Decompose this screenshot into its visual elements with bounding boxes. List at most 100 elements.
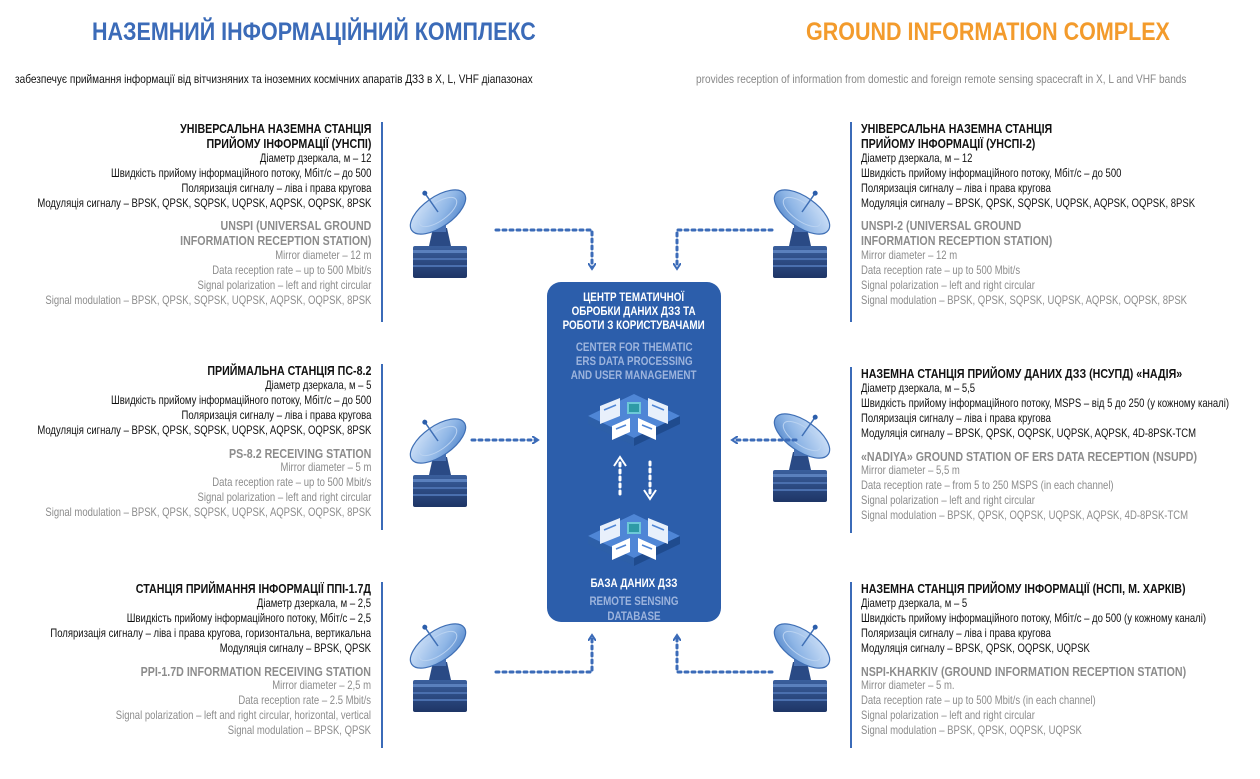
spec-line-en: Signal polarization – left and right cir… <box>115 709 371 723</box>
spec-line-en: Mirror diameter – 12 m <box>274 249 371 263</box>
server-computer-icon <box>587 513 681 567</box>
spec-line-en: Signal polarization – left and right cir… <box>861 279 1035 293</box>
spec-line-en: Signal polarization – left and right cir… <box>197 279 371 293</box>
title-ukrainian: НАЗЕМНИЙ ІНФОРМАЦІЙНИЙ КОМПЛЕКС <box>92 18 536 46</box>
station-title-en: UNSPI-2 (UNIVERSAL GROUND <box>861 218 1022 234</box>
spec-line: Модуляція сигналу – BPSK, QPSK, OQPSK, U… <box>861 426 1197 440</box>
spec-line: Модуляція сигналу – BPSK, QPSK <box>219 641 371 655</box>
station-title: НАЗЕМНА СТАНЦІЯ ПРИЙОМУ ДАНИХ ДЗЗ (НСУПД… <box>861 366 1183 381</box>
spec-line: Поляризація сигналу – ліва і права круго… <box>181 408 371 422</box>
divider-line <box>381 364 383 530</box>
center-title-line: ОБРОБКИ ДАНИХ ДЗЗ ТА <box>571 304 696 318</box>
station-nspi: НАЗЕМНА СТАНЦІЯ ПРИЙОМУ ІНФОРМАЦІЇ (НСПІ… <box>861 581 1260 739</box>
spec-line: Поляризація сигналу – ліва і права круго… <box>861 181 1051 195</box>
station-title: СТАНЦІЯ ПРИЙМАННЯ ІНФОРМАЦІЇ ППІ-1.7Д <box>135 581 371 596</box>
spec-line-en: Data reception rate – up to 500 Mbit/s (… <box>861 694 1096 708</box>
spec-line-en: Mirror diameter – 2,5 m <box>272 679 371 693</box>
station-title: УНІВЕРСАЛЬНА НАЗЕМНА СТАНЦІЯ <box>861 121 1053 136</box>
station-title: ПРИЙОМУ ІНФОРМАЦІЇ (УНСПІ) <box>206 135 371 151</box>
spec-line-en: Data reception rate – up to 500 Mbit/s <box>211 476 371 490</box>
spec-line-en: Signal modulation – BPSK, QPSK <box>227 724 371 738</box>
spec-line-en: Signal modulation – BPSK, QPSK, SQPSK, U… <box>44 506 371 520</box>
station-title: ПРИЙОМУ ІНФОРМАЦІЇ (УНСПІ-2) <box>861 135 1036 151</box>
spec-line: Модуляція сигналу – BPSK, QPSK, SQPSK, U… <box>861 196 1196 210</box>
spec-line-en: Signal polarization – left and right cir… <box>197 491 371 505</box>
center-subtitle-line: AND USER MANAGEMENT <box>571 368 697 382</box>
spec-line: Діаметр дзеркала, м – 5 <box>861 596 968 610</box>
spec-line-en: Signal modulation – BPSK, QPSK, SQPSK, U… <box>861 293 1188 307</box>
subtitle-english: provides reception of information from d… <box>696 72 1187 86</box>
divider-line <box>850 367 852 533</box>
spec-line: Поляризація сигналу – ліва і права круго… <box>861 411 1051 425</box>
spec-line-en: Signal polarization – left and right cir… <box>861 709 1035 723</box>
database-subtitle: REMOTE SENSING DATABASE <box>589 594 679 623</box>
spec-line-en: Mirror diameter – 5,5 m <box>861 464 960 478</box>
spec-line-en: Mirror diameter – 12 m <box>861 249 958 263</box>
spec-line-en: Data reception rate – from 5 to 250 MSPS… <box>861 479 1114 493</box>
center-subtitle-line: ERS DATA PROCESSING <box>575 354 693 368</box>
subtitle-ukrainian: забезпечує приймання інформації від вітч… <box>15 72 533 86</box>
satellite-dish-icon <box>396 606 474 713</box>
station-unspi: УНІВЕРСАЛЬНА НАЗЕМНА СТАНЦІЯ ПРИЙОМУ ІНФ… <box>0 121 371 309</box>
spec-line-en: Signal modulation – BPSK, QPSK, SQPSK, U… <box>44 293 371 307</box>
divider-line <box>381 582 383 748</box>
spec-line-en: Signal modulation – BPSK, QPSK, OQPSK, U… <box>861 724 1082 738</box>
satellite-dish-icon <box>766 606 844 713</box>
title-english: GROUND INFORMATION COMPLEX <box>806 18 1170 46</box>
arrow-unspi2 <box>677 228 774 268</box>
spec-line: Швидкість прийому інформаційного потоку,… <box>126 611 371 625</box>
spec-line-en: Signal polarization – left and right cir… <box>861 494 1035 508</box>
divider-line <box>381 122 383 322</box>
station-title: НАЗЕМНА СТАНЦІЯ ПРИЙОМУ ІНФОРМАЦІЇ (НСПІ… <box>861 581 1186 596</box>
spec-line: Діаметр дзеркала, м – 12 <box>259 151 371 165</box>
station-title: ПРИЙМАЛЬНА СТАНЦІЯ ПС-8.2 <box>206 363 371 378</box>
spec-line-en: Data reception rate – up to 500 Mbit/s <box>861 264 1021 278</box>
station-title-en: PPI-1.7D INFORMATION RECEIVING STATION <box>140 663 371 679</box>
station-nsupd: НАЗЕМНА СТАНЦІЯ ПРИЙОМУ ДАНИХ ДЗЗ (НСУПД… <box>861 366 1260 524</box>
spec-line: Діаметр дзеркала, м – 5 <box>264 378 371 392</box>
satellite-dish-icon <box>396 172 474 279</box>
station-title-en: UNSPI (UNIVERSAL GROUND <box>220 218 371 234</box>
station-title-en: INFORMATION RECEPTION STATION) <box>179 233 371 249</box>
satellite-dish-icon <box>766 172 844 279</box>
spec-line: Діаметр дзеркала, м – 12 <box>861 151 973 165</box>
station-title-en: PS-8.2 RECEIVING STATION <box>228 445 371 461</box>
divider-line <box>850 122 852 322</box>
spec-line: Модуляція сигналу – BPSK, QPSK, SQPSK, U… <box>36 423 371 437</box>
spec-line: Швидкість прийому інформаційного потоку,… <box>861 166 1122 180</box>
spec-line-en: Data reception rate – up to 500 Mbit/s <box>211 264 371 278</box>
database-title: БАЗА ДАНИХ ДЗЗ <box>590 576 678 590</box>
spec-line: Швидкість прийому інформаційного потоку,… <box>861 611 1207 625</box>
spec-line: Діаметр дзеркала, м – 5,5 <box>861 381 976 395</box>
spec-line: Швидкість прийому інформаційного потоку,… <box>110 166 371 180</box>
spec-line: Поляризація сигналу – ліва і права круго… <box>861 626 1051 640</box>
spec-line: Швидкість прийому інформаційного потоку,… <box>861 396 1230 410</box>
center-title-line: РОБОТИ З КОРИСТУВАЧАМИ <box>562 318 706 332</box>
center-subtitle-line: CENTER FOR THEMATIC <box>575 340 693 354</box>
satellite-dish-icon <box>396 401 474 508</box>
spec-line-en: Signal modulation – BPSK, QPSK, OQPSK, U… <box>861 509 1189 523</box>
spec-line: Швидкість прийому інформаційного потоку,… <box>110 393 371 407</box>
center-title-line: ЦЕНТР ТЕМАТИЧНОЇ <box>583 290 685 304</box>
divider-line <box>850 582 852 748</box>
spec-line-en: Data reception rate – 2.5 Mbit/s <box>238 694 371 708</box>
spec-line-en: Mirror diameter – 5 m. <box>861 679 955 693</box>
spec-line: Діаметр дзеркала, м – 2,5 <box>256 596 371 610</box>
spec-line: Поляризація сигналу – ліва і права круго… <box>50 626 371 640</box>
arrow-ppi17d <box>494 636 592 674</box>
station-ps82: ПРИЙМАЛЬНА СТАНЦІЯ ПС-8.2 Діаметр дзерка… <box>0 363 371 521</box>
spec-line: Модуляція сигналу – BPSK, QPSK, OQPSK, U… <box>861 641 1090 655</box>
satellite-dish-icon <box>766 396 844 503</box>
arrow-nspi <box>677 636 774 674</box>
server-computer-icon <box>587 393 681 447</box>
arrow-unspi <box>494 228 592 268</box>
station-ppi17d: СТАНЦІЯ ПРИЙМАННЯ ІНФОРМАЦІЇ ППІ-1.7Д Ді… <box>0 581 371 739</box>
spec-line: Поляризація сигналу – ліва і права круго… <box>181 181 371 195</box>
spec-line: Модуляція сигналу – BPSK, QPSK, SQPSK, U… <box>36 196 371 210</box>
station-unspi2: УНІВЕРСАЛЬНА НАЗЕМНА СТАНЦІЯ ПРИЙОМУ ІНФ… <box>861 121 1260 309</box>
station-title-en: INFORMATION RECEPTION STATION) <box>861 233 1053 249</box>
spec-line-en: Mirror diameter – 5 m <box>280 461 371 475</box>
station-title-en: NSPI-KHARKIV (GROUND INFORMATION RECEPTI… <box>861 663 1187 679</box>
station-title: УНІВЕРСАЛЬНА НАЗЕМНА СТАНЦІЯ <box>179 121 371 136</box>
